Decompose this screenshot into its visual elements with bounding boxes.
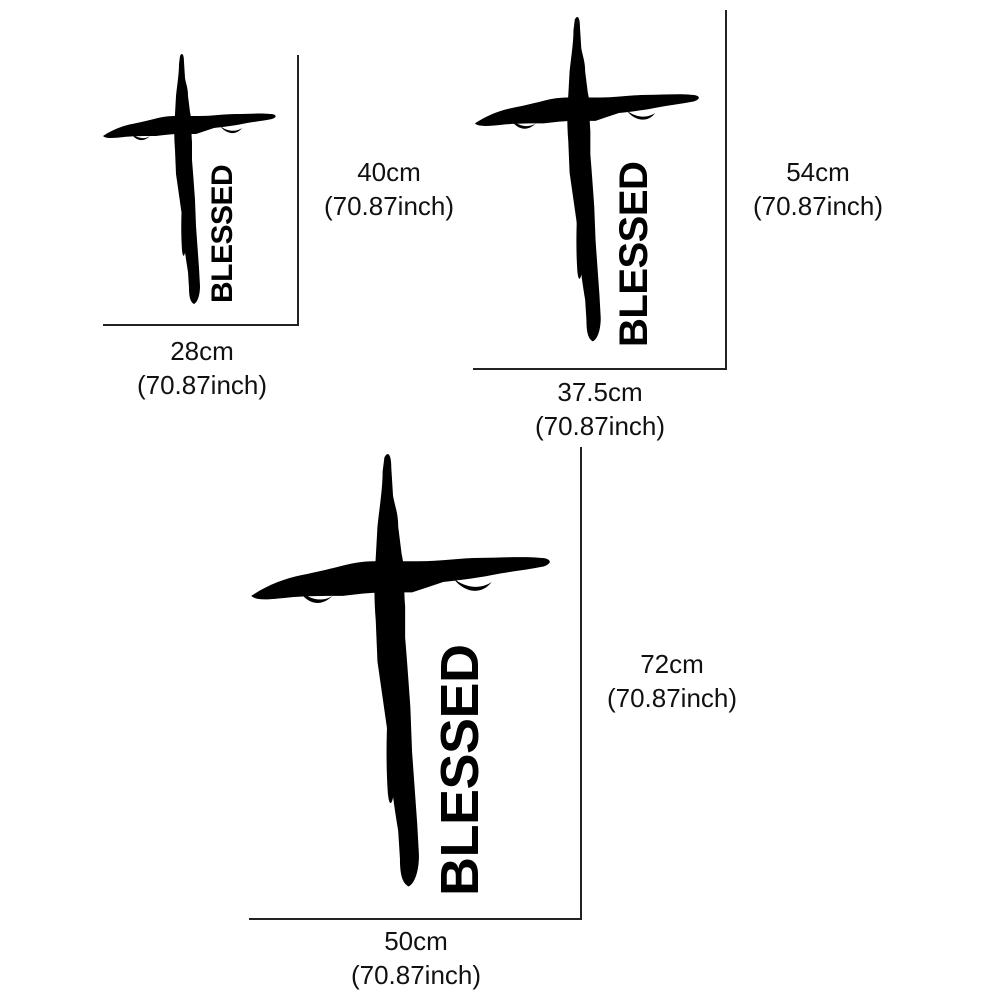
cross-icon (251, 454, 550, 887)
frame-right-line (580, 447, 582, 920)
height-inch-label: (70.87inch) (606, 683, 738, 713)
height-inch-label: (70.87inch) (323, 191, 455, 221)
width-cm-label: 37.5cm (557, 377, 643, 407)
width-inch-label: (70.87inch) (350, 960, 482, 990)
height-dimension-small: 40cm (70.87inch) (304, 155, 474, 223)
height-dimension-large: 72cm (70.87inch) (587, 647, 757, 715)
height-cm-label: 40cm (357, 157, 421, 187)
cross-icon (103, 54, 276, 304)
blessed-label-small: BLESSED (206, 164, 239, 303)
height-cm-label: 54cm (786, 157, 850, 187)
height-dimension-medium: 54cm (70.87inch) (733, 155, 903, 223)
width-cm-label: 28cm (170, 336, 234, 366)
width-inch-label: (70.87inch) (136, 370, 268, 400)
cross-icon (474, 17, 699, 342)
height-inch-label: (70.87inch) (752, 191, 884, 221)
height-cm-label: 72cm (640, 649, 704, 679)
blessed-label-large: BLESSED (430, 644, 490, 896)
frame-bottom-line (103, 324, 299, 326)
width-dimension-medium: 37.5cm (70.87inch) (515, 375, 685, 443)
blessed-label-medium: BLESSED (612, 161, 656, 347)
frame-bottom-line (249, 918, 582, 920)
width-dimension-large: 50cm (70.87inch) (331, 924, 501, 992)
frame-right-line (297, 55, 299, 326)
width-inch-label: (70.87inch) (534, 411, 666, 441)
frame-bottom-line (473, 368, 727, 370)
frame-right-line (725, 10, 727, 370)
width-dimension-small: 28cm (70.87inch) (117, 334, 287, 402)
width-cm-label: 50cm (384, 926, 448, 956)
